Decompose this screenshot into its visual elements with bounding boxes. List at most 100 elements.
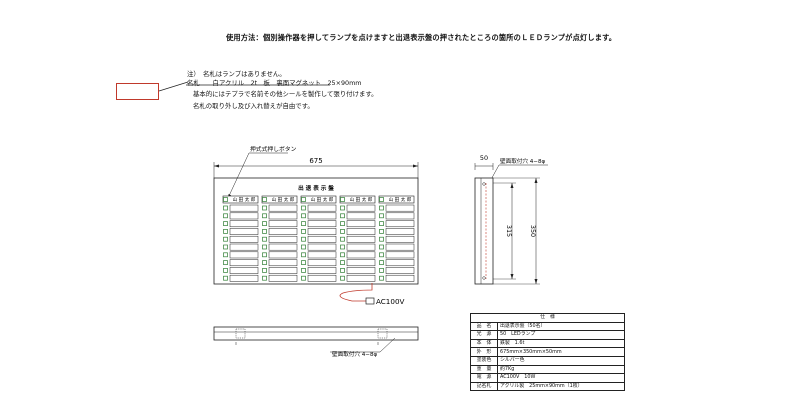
spec-key: 本 体 bbox=[470, 338, 498, 349]
nameplate-slot bbox=[346, 220, 376, 228]
nameplate-slot bbox=[307, 212, 337, 220]
lamp-icon bbox=[301, 213, 306, 219]
lamp-icon bbox=[301, 236, 306, 242]
nameplate-slot bbox=[346, 228, 376, 235]
bottom-panel bbox=[213, 326, 419, 341]
nameplate-slot bbox=[346, 243, 376, 251]
side-outer-height-dim: 350 bbox=[529, 225, 537, 237]
lamp-icon bbox=[301, 197, 306, 202]
nameplate-slot bbox=[229, 228, 259, 235]
lamp-icon bbox=[379, 252, 384, 258]
nameplate-leader bbox=[158, 81, 189, 92]
spec-row: 記名札アクリル製 25mm×90mm（1枚） bbox=[470, 381, 625, 392]
spec-key: 記名札 bbox=[470, 381, 498, 392]
nameplate-slot bbox=[385, 251, 415, 259]
column-header-plate bbox=[378, 195, 415, 204]
column-header-plate bbox=[339, 195, 376, 204]
lamp-icon bbox=[301, 221, 306, 226]
note-line-2: 名札 白アクリル 2t 板 裏面マグネット 25×90mm bbox=[187, 79, 362, 87]
spec-value: 出退表示盤（50名） bbox=[497, 321, 625, 332]
bottom-view: 壁面取付穴 4−8φ bbox=[213, 326, 419, 358]
nameplate-slot bbox=[268, 267, 298, 274]
nameplate-slot bbox=[307, 259, 337, 267]
column-header-text: 山 田 太 郎 bbox=[389, 196, 412, 203]
spec-row: 塗装色シルバー色 bbox=[470, 355, 625, 366]
spec-key: 塗装色 bbox=[470, 355, 498, 366]
spec-row: 重 量約7Kg bbox=[470, 364, 625, 375]
lamp-icon bbox=[262, 197, 267, 202]
lamp-icon bbox=[379, 268, 384, 273]
lamp-icon bbox=[223, 268, 228, 273]
nameplate-slot bbox=[268, 220, 298, 228]
lamp-icon bbox=[301, 229, 306, 234]
spec-value: シルバー色 bbox=[497, 355, 625, 366]
lamp-icon bbox=[379, 236, 384, 242]
nameplate-slot bbox=[307, 251, 337, 259]
lamp-icon bbox=[223, 236, 228, 242]
note-line-1: 注） 名札はランプはありません。 bbox=[187, 70, 286, 78]
nameplate-slot bbox=[346, 267, 376, 274]
nameplate-slot bbox=[307, 204, 337, 212]
column-header-text: 山 田 太 郎 bbox=[311, 196, 334, 203]
lamp-icon bbox=[262, 221, 267, 226]
side-view: 50 壁面取付穴 4−8φ 315 350 bbox=[474, 154, 548, 285]
nameplate-slot bbox=[385, 220, 415, 228]
nameplate-slot bbox=[385, 267, 415, 274]
lamp-icon bbox=[301, 275, 306, 281]
lamp-icon bbox=[301, 205, 306, 211]
nameplate-slot bbox=[346, 251, 376, 259]
nameplate-slot bbox=[307, 243, 337, 251]
lamp-icon bbox=[262, 213, 267, 219]
column-header-plate bbox=[222, 195, 259, 204]
side-depth-dim: 50 bbox=[480, 154, 488, 162]
nameplate-slot bbox=[307, 267, 337, 274]
spec-key: 光 源 bbox=[470, 330, 498, 340]
side-panel bbox=[474, 177, 494, 285]
nameplate-slot bbox=[307, 235, 337, 243]
lamp-icon bbox=[379, 229, 384, 234]
lamp-icon bbox=[301, 260, 306, 265]
lamp-icon bbox=[262, 275, 267, 281]
lamp-icon bbox=[379, 205, 384, 211]
lamp-icon bbox=[340, 205, 345, 211]
power-cable bbox=[339, 283, 373, 302]
lamp-icon bbox=[301, 268, 306, 273]
lamp-icon bbox=[223, 275, 228, 281]
nameplate-slot bbox=[385, 212, 415, 220]
spec-key: 電 源 bbox=[470, 373, 498, 383]
spec-key: 外 形 bbox=[470, 347, 498, 357]
lamp-icon bbox=[262, 229, 267, 234]
spec-key: 品 名 bbox=[470, 321, 498, 332]
lamp-icon bbox=[340, 244, 345, 250]
nameplate-slot bbox=[229, 251, 259, 259]
power-plug bbox=[365, 297, 375, 305]
lamp-icon bbox=[223, 197, 228, 202]
nameplate-slot bbox=[229, 204, 259, 212]
column-header-plate bbox=[261, 195, 298, 204]
nameplate-slot bbox=[268, 274, 298, 282]
spec-value: 50 LEDランプ bbox=[497, 330, 625, 340]
nameplate-slot bbox=[346, 212, 376, 220]
nameplate-slot bbox=[385, 228, 415, 235]
push-button-label: 押式式押しボタン bbox=[250, 145, 297, 153]
lamp-icon bbox=[340, 197, 345, 202]
nameplate-slot bbox=[268, 204, 298, 212]
lamp-icon bbox=[301, 252, 306, 258]
spec-value: 約7Kg bbox=[497, 364, 625, 375]
column-header-text: 山 田 太 郎 bbox=[233, 196, 256, 203]
spec-value: 675mm×350mm×50mm bbox=[497, 347, 625, 357]
lamp-icon bbox=[262, 268, 267, 273]
nameplate-slot bbox=[229, 220, 259, 228]
spec-value: 鉄製 1.6t bbox=[497, 338, 625, 349]
note-line-3: 基本的にはテプラで名前その他シールを製作して張り付けます。 bbox=[193, 90, 378, 98]
lamp-icon bbox=[262, 260, 267, 265]
nameplate-slot bbox=[346, 204, 376, 212]
lamp-icon bbox=[379, 213, 384, 219]
spec-header: 仕 様 bbox=[470, 313, 625, 323]
nameplate-slot bbox=[385, 274, 415, 282]
nameplate-slot bbox=[307, 274, 337, 282]
